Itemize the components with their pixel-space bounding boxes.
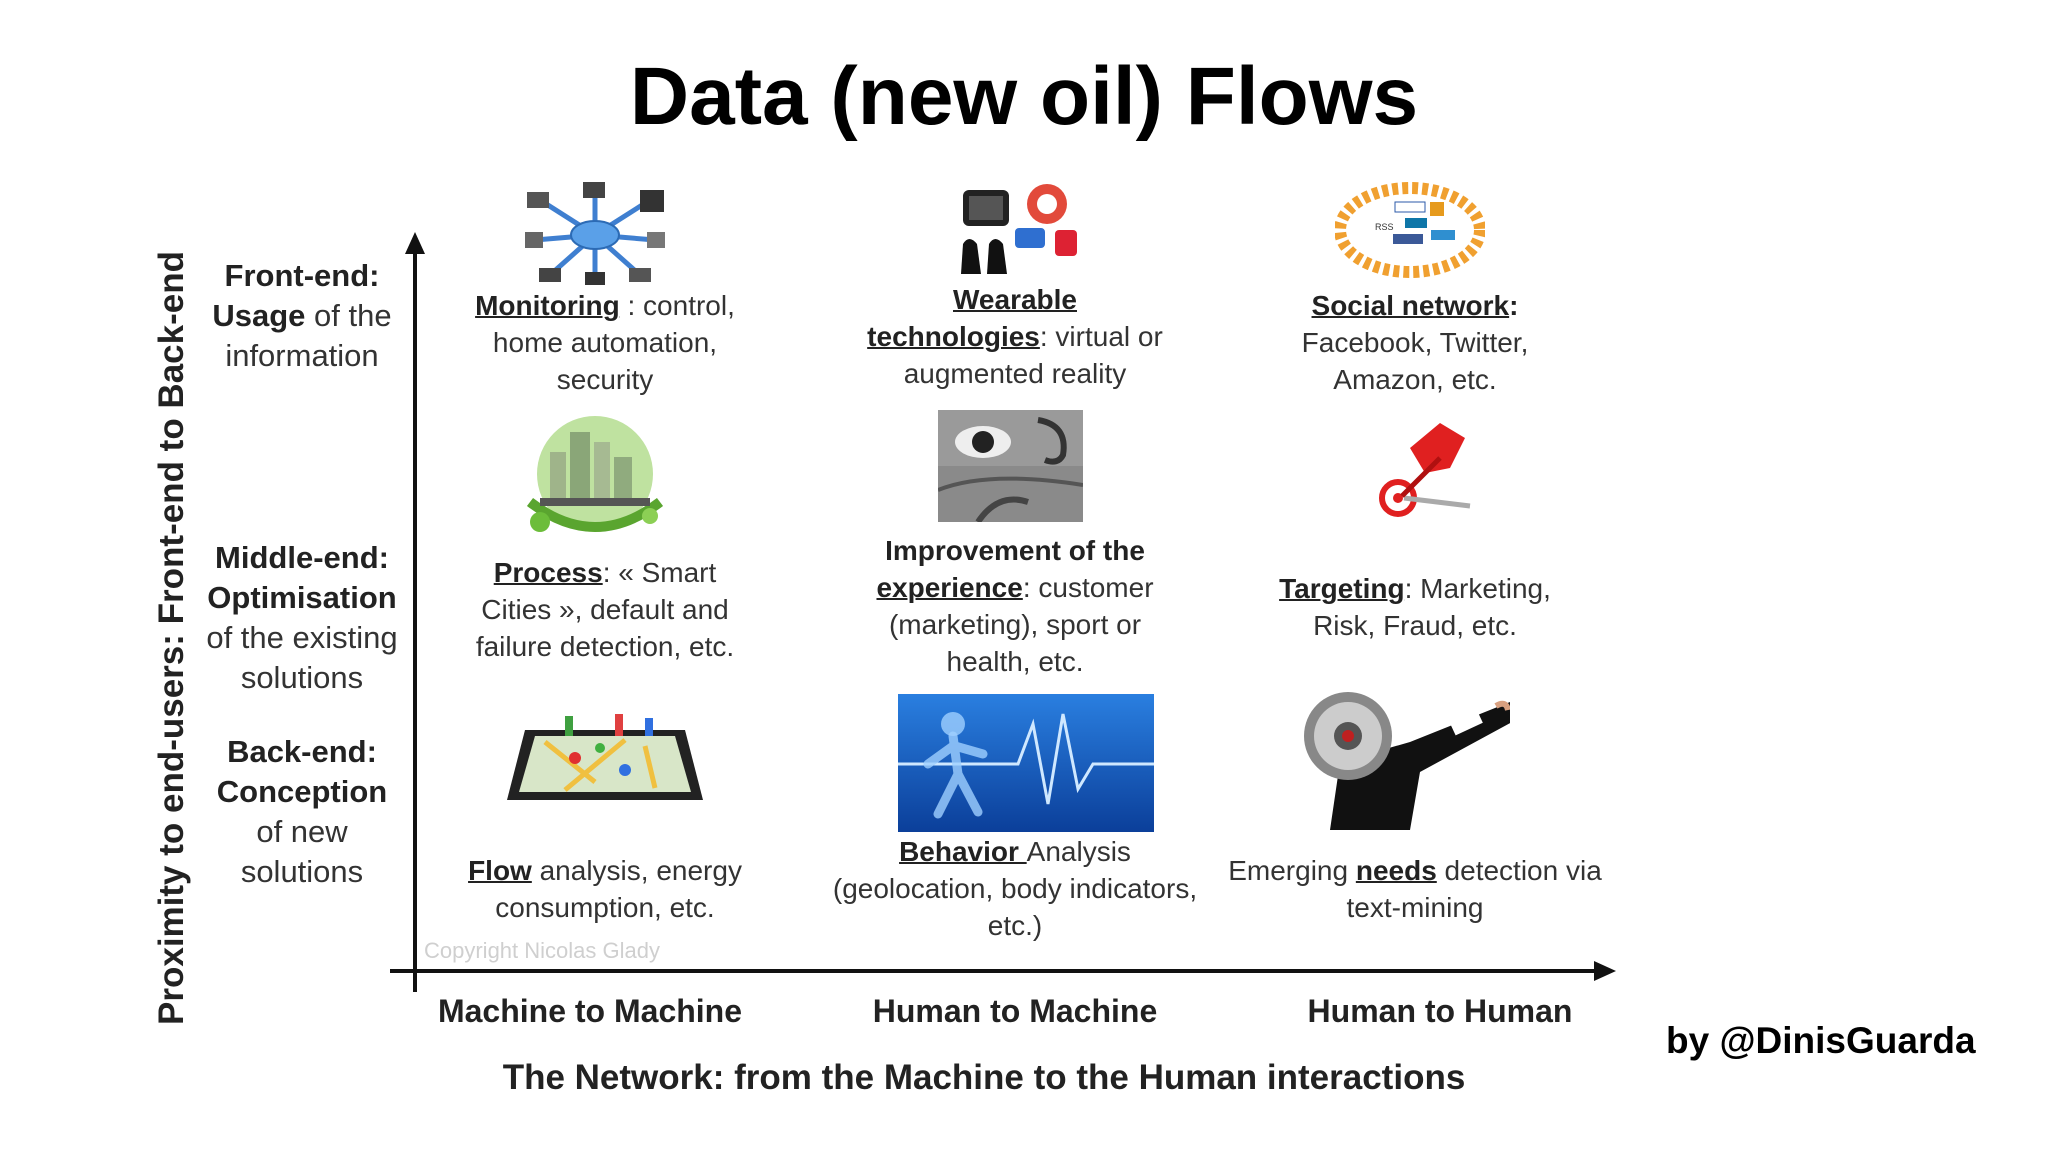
column-label-human-to-human: Human to Human — [1307, 993, 1573, 1029]
y-axis-title: Proximity to end-users: Front-end to Bac… — [152, 251, 191, 1025]
network-hub-icon — [525, 182, 665, 285]
map-tablet-icon — [507, 714, 703, 800]
megaphone-man-image — [1304, 692, 1510, 830]
byline: by @DinisGuarda — [1666, 1020, 1976, 1061]
cell-needs: Emerging needs detection via text-mining — [1228, 855, 1602, 923]
x-axis-title: The Network: from the Machine to the Hum… — [502, 1058, 1466, 1097]
cell-experience: Improvement of the experience: customer … — [876, 535, 1154, 677]
runner-heartbeat-image — [898, 694, 1154, 832]
row-label-front-end: Front-end: Usage of the information — [212, 258, 392, 373]
wearable-devices-icon — [961, 184, 1077, 274]
cell-targeting: Targeting: Marketing, Risk, Fraud, etc. — [1279, 573, 1551, 641]
cell-process: Process: « Smart Cities », default and f… — [475, 557, 735, 662]
row-label-back-end: Back-end: Conception of new solutions — [216, 734, 388, 889]
column-label-machine-to-machine: Machine to Machine — [437, 993, 743, 1029]
cell-wearable: Wearable technologies: virtual or augmen… — [867, 284, 1163, 389]
cell-monitoring: Monitoring : control, home automation, s… — [475, 290, 735, 395]
cell-social-network: Social network: Facebook, Twitter, Amazo… — [1301, 290, 1529, 395]
smart-city-icon — [526, 416, 664, 532]
cell-flow: Flow analysis, energy consumption, etc. — [468, 855, 742, 923]
row-label-middle-end: Middle-end: Optimisation of the existing… — [206, 540, 398, 695]
social-network-icon: RSS — [1335, 182, 1485, 278]
cell-behavior: Behavior Analysis (geolocation, body ind… — [832, 836, 1198, 941]
target-dart-icon — [1379, 423, 1471, 517]
page-title: Data (new oil) Flows — [629, 51, 1419, 142]
y-axis-arrowhead — [405, 232, 425, 254]
x-axis-arrowhead — [1594, 961, 1616, 981]
eye-ear-photo — [938, 410, 1083, 522]
column-label-human-to-machine: Human to Machine — [872, 993, 1158, 1029]
svg-text:RSS: RSS — [1375, 222, 1394, 232]
copyright-watermark: Copyright Nicolas Glady — [424, 938, 660, 963]
